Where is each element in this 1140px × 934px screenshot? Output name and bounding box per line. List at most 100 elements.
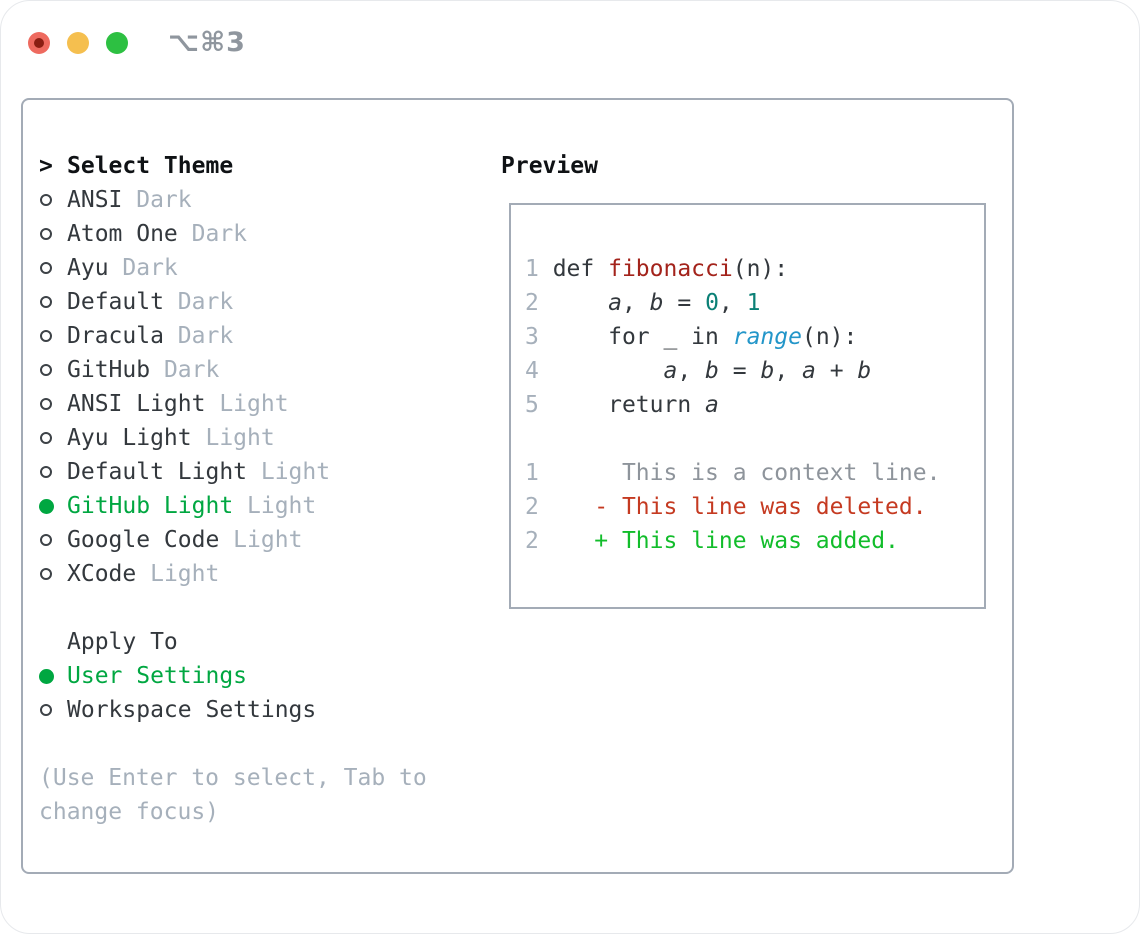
theme-option-google-code[interactable]: Google Code Light <box>39 523 427 557</box>
theme-name: Google Code <box>67 527 220 553</box>
diff-line: 2 + This line was added. <box>525 524 984 558</box>
diff-line: 1 This is a context line. <box>525 456 984 490</box>
code-segment-plain: = <box>718 358 761 384</box>
radio-unselected-icon <box>39 330 67 342</box>
preview-header: Preview <box>501 153 598 179</box>
theme-option-atom-one[interactable]: Atom One Dark <box>39 217 427 251</box>
zoom-button[interactable] <box>106 31 128 54</box>
theme-variant: Light <box>136 561 220 587</box>
line-number: 1 <box>525 256 553 282</box>
line-number: 2 <box>525 290 553 316</box>
code-segment-plain: return <box>552 392 706 418</box>
theme-name: GitHub <box>67 357 151 383</box>
diff-line: 2 - This line was deleted. <box>525 490 984 524</box>
apply-option-label: Workspace Settings <box>67 697 317 723</box>
radio-unselected-icon <box>39 568 67 580</box>
code-segment-plain: (n): <box>732 256 789 282</box>
code-segment-added: + This line was added. <box>552 528 899 554</box>
theme-option-github[interactable]: GitHub Dark <box>39 353 427 387</box>
titlebar: ⌥⌘3 <box>28 27 246 58</box>
radio-unselected-icon <box>39 466 67 478</box>
code-line: 5 return a <box>525 388 984 422</box>
hint-text: (Use Enter to select, Tab to change focus… <box>39 761 427 829</box>
theme-name: ANSI Light <box>67 391 206 417</box>
code-segment-plain: , <box>718 290 747 316</box>
theme-name: Ayu <box>67 255 109 281</box>
code-line: 4 a, b = b, a + b <box>525 354 984 388</box>
theme-name: Default <box>67 289 164 315</box>
theme-option-ansi-light[interactable]: ANSI Light Light <box>39 387 427 421</box>
theme-variant: Dark <box>150 357 220 383</box>
theme-option-default-light[interactable]: Default Light Light <box>39 455 427 489</box>
apply-option-user-settings[interactable]: User Settings <box>39 659 427 693</box>
radio-unselected-icon <box>39 296 67 308</box>
theme-name: Ayu Light <box>67 425 192 451</box>
select-theme-header: > Select Theme <box>39 149 427 183</box>
theme-option-github-light[interactable]: GitHub Light Light <box>39 489 427 523</box>
code-segment-plain: (n): <box>801 324 858 350</box>
theme-name: Default Light <box>67 459 248 485</box>
radio-unselected-icon <box>39 534 67 546</box>
theme-name: GitHub Light <box>67 493 234 519</box>
code-segment-builtin: range <box>732 324 802 350</box>
radio-unselected-icon <box>39 704 67 716</box>
code-segment-plain: , <box>774 358 803 384</box>
code-segment-deleted: - This line was deleted. <box>552 494 927 520</box>
line-number: 2 <box>525 494 553 520</box>
line-number: 2 <box>525 528 553 554</box>
radio-unselected-icon <box>39 432 67 444</box>
close-button[interactable] <box>28 31 50 54</box>
theme-option-ayu-light[interactable]: Ayu Light Light <box>39 421 427 455</box>
code-segment-plain: , <box>621 290 650 316</box>
line-number: 5 <box>525 392 553 418</box>
line-number: 4 <box>525 358 553 384</box>
code-segment-var: b <box>760 358 775 384</box>
theme-option-dracula[interactable]: Dracula Dark <box>39 319 427 353</box>
apply-to-header: Apply To <box>39 625 427 659</box>
hint-line: (Use Enter to select, Tab to <box>39 765 427 791</box>
minimize-button[interactable] <box>67 31 89 54</box>
code-segment-var: a <box>705 392 719 418</box>
select-theme-title: Select Theme <box>67 153 234 179</box>
theme-variant: Light <box>219 527 303 553</box>
code-segment-var: a <box>802 358 816 384</box>
theme-variant: Dark <box>177 221 248 247</box>
code-line: 3 for _ in range(n): <box>525 320 984 354</box>
code-segment-number: 0 <box>705 290 719 316</box>
code-segment-var: b <box>649 290 664 316</box>
theme-variant: Light <box>205 391 289 417</box>
code-segment-plain: + <box>815 358 858 384</box>
theme-name: Atom One <box>67 221 178 247</box>
focus-marker-icon: > <box>39 153 53 179</box>
theme-option-ayu[interactable]: Ayu Dark <box>39 251 427 285</box>
hint-line: change focus) <box>39 799 220 825</box>
code-segment-context: This is a context line. <box>552 460 941 486</box>
theme-variant: Dark <box>108 255 178 281</box>
keyboard-shortcut-label: ⌥⌘3 <box>168 27 246 58</box>
spacer <box>39 591 427 625</box>
theme-option-default[interactable]: Default Dark <box>39 285 427 319</box>
radio-unselected-icon <box>39 364 67 376</box>
code-segment-var: b <box>857 358 872 384</box>
code-segment-number: 1 <box>746 290 761 316</box>
theme-option-ansi[interactable]: ANSI Dark <box>39 183 427 217</box>
code-segment-plain: = <box>663 290 706 316</box>
code-line: 1 def fibonacci(n): <box>525 252 984 286</box>
line-number: 3 <box>525 324 553 350</box>
code-line: 2 a, b = 0, 1 <box>525 286 984 320</box>
code-segment-plain <box>553 286 608 320</box>
code-segment-var: b <box>705 358 719 384</box>
theme-variant: Dark <box>122 187 192 213</box>
theme-option-xcode[interactable]: XCode Light <box>39 557 427 591</box>
apply-option-workspace-settings[interactable]: Workspace Settings <box>39 693 427 727</box>
radio-unselected-icon <box>39 398 67 410</box>
theme-name: ANSI <box>67 187 123 213</box>
theme-variant: Light <box>247 459 331 485</box>
code-segment-plain: , <box>677 358 706 384</box>
